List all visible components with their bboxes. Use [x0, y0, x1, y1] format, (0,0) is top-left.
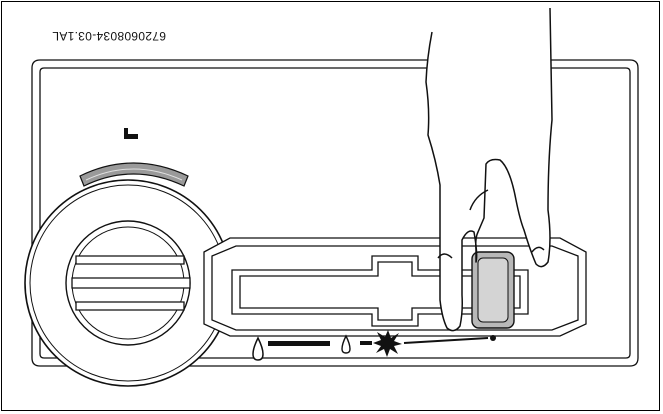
knob-position-arc [79, 162, 189, 187]
knob-marker-icon [124, 128, 138, 139]
scale-bar-short [360, 341, 372, 345]
control-panel [31, 59, 639, 367]
scale-line [403, 337, 489, 344]
control-knob[interactable] [24, 179, 232, 387]
hand-pressing-slider [425, 7, 553, 332]
drop-small-icon [341, 334, 351, 354]
knob-grip-ridges [71, 255, 191, 311]
dot-icon [490, 335, 496, 341]
temperature-scale [252, 330, 496, 361]
slider-channel [203, 237, 587, 337]
slider-thumb[interactable] [471, 251, 515, 329]
frost-star-icon [373, 330, 402, 357]
drop-large-icon [252, 336, 264, 361]
scale-bar-thick [268, 341, 330, 346]
